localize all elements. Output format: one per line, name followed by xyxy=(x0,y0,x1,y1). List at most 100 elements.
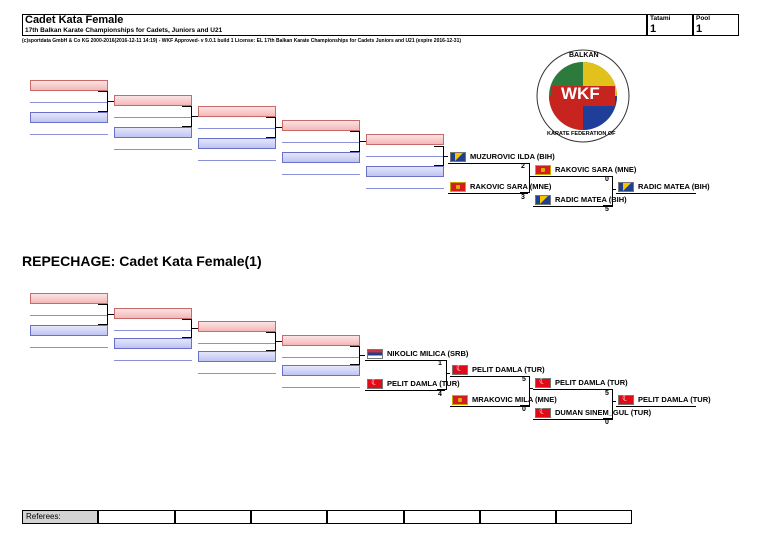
bracket-slot xyxy=(30,293,108,304)
flag-srb-icon xyxy=(367,349,383,359)
flag-bih-icon xyxy=(450,152,466,162)
referee-cell[interactable] xyxy=(98,510,175,524)
bracket-connector xyxy=(192,328,198,329)
bracket-underline xyxy=(198,343,276,344)
flag-mne-icon xyxy=(450,182,466,192)
referee-cell[interactable] xyxy=(175,510,251,524)
bracket-connector xyxy=(98,91,108,112)
bracket-connector xyxy=(350,346,360,365)
bracket-slot xyxy=(30,80,108,91)
bracket-slot xyxy=(198,321,276,332)
competitor-name: NIKOLIC MILICA (SRB) xyxy=(387,349,469,358)
flag-tur-icon xyxy=(452,363,468,375)
logo-center-text: WKF xyxy=(561,84,600,103)
bracket-connector xyxy=(182,106,192,127)
competitor-name: PELIT DAMLA (TUR) xyxy=(555,378,628,387)
flag-bih-icon xyxy=(535,195,551,205)
bracket-connector xyxy=(520,376,530,406)
bracket-underline xyxy=(30,102,108,103)
bracket-connector xyxy=(530,388,533,389)
competitor-score: 5 xyxy=(605,206,609,213)
competitor-name: RADIC MATEA (BIH) xyxy=(555,195,627,204)
bracket-underline xyxy=(114,149,192,150)
bracket-underline xyxy=(282,142,360,143)
license-text: (c)sportdata GmbH & Co KG 2000-2016(2016… xyxy=(22,38,462,44)
bracket-slot xyxy=(114,308,192,319)
bracket-underline xyxy=(450,376,530,377)
bracket-underline xyxy=(616,193,696,194)
competitor-score: 1 xyxy=(438,360,442,367)
bracket-connector xyxy=(520,163,530,193)
bracket-underline xyxy=(30,315,108,316)
bracket-underline xyxy=(616,406,696,407)
flag-bih-icon xyxy=(618,182,634,192)
bracket-underline xyxy=(282,357,360,358)
flag-mne-icon xyxy=(535,165,551,175)
header-title-box xyxy=(22,14,647,36)
bracket-underline xyxy=(533,176,613,177)
referee-cell[interactable] xyxy=(327,510,404,524)
competitor-score: 0 xyxy=(522,406,526,413)
bracket-underline xyxy=(533,389,613,390)
flag-mne-icon xyxy=(452,395,468,405)
bracket-connector xyxy=(444,156,448,157)
wkf-logo: WKF BALKAN KARATE FEDERATION OF xyxy=(533,48,633,144)
referee-cell[interactable] xyxy=(404,510,480,524)
bracket-slot xyxy=(366,134,444,145)
bracket-connector xyxy=(447,373,450,374)
tatami-value: 1 xyxy=(650,23,657,35)
logo-bottom-text: KARATE FEDERATION OF xyxy=(547,131,616,137)
competitor-name: RAKOVIC SARA (MNE) xyxy=(470,182,552,191)
competitor-name: MUZUROVIC ILDA (BIH) xyxy=(470,152,555,161)
bracket-slot xyxy=(114,338,192,349)
bracket-underline xyxy=(533,419,613,420)
competitor-name: PELIT DAMLA (TUR) xyxy=(387,379,460,388)
competitor-score: 4 xyxy=(438,391,442,398)
referee-cell[interactable] xyxy=(251,510,327,524)
bracket-connector xyxy=(613,189,616,190)
bracket-connector xyxy=(182,319,192,338)
competitor-score: 5 xyxy=(522,376,526,383)
bracket-connector xyxy=(108,314,114,315)
bracket-slot xyxy=(114,127,192,138)
competitor-score: 2 xyxy=(521,163,525,170)
bracket-connector xyxy=(437,360,447,390)
pool-label: Pool xyxy=(696,15,711,22)
bracket-slot xyxy=(282,335,360,346)
bracket-connector xyxy=(266,117,276,138)
bracket-slot xyxy=(366,166,444,177)
competitor-name: MRAKOVIC MILA (MNE) xyxy=(472,395,557,404)
bracket-underline xyxy=(114,330,192,331)
competitor-score: 5 xyxy=(605,390,609,397)
referee-cell[interactable] xyxy=(480,510,556,524)
bracket-connector xyxy=(266,332,276,351)
bracket-connector xyxy=(192,116,198,117)
bracket-slot xyxy=(30,112,108,123)
referees-label: Referees: xyxy=(22,510,98,524)
bracket-underline xyxy=(30,134,108,135)
bracket-underline xyxy=(282,174,360,175)
bracket-connector xyxy=(108,101,114,102)
bracket-underline xyxy=(366,188,444,189)
bracket-slot xyxy=(198,351,276,362)
bracket-underline xyxy=(448,193,528,194)
bracket-underline xyxy=(365,390,445,391)
competitor-score: 0 xyxy=(605,419,609,426)
bracket-underline xyxy=(198,128,276,129)
bracket-underline xyxy=(366,156,444,157)
referee-cell[interactable] xyxy=(556,510,632,524)
flag-tur-icon xyxy=(618,393,634,405)
bracket-slot xyxy=(198,138,276,149)
bracket-slot xyxy=(198,106,276,117)
bracket-underline xyxy=(448,163,528,164)
bracket-connector xyxy=(276,341,282,342)
winner-name: PELIT DAMLA (TUR) xyxy=(638,395,711,404)
competitor-score: 0 xyxy=(605,176,609,183)
bracket-connector xyxy=(360,141,366,142)
competitor-name: DUMAN SINEM_GUL (TUR) xyxy=(555,408,652,417)
bracket-underline xyxy=(198,373,276,374)
pool-value: 1 xyxy=(696,23,703,35)
page-title: Cadet Kata Female xyxy=(25,14,124,26)
bracket-underline xyxy=(114,360,192,361)
bracket-slot xyxy=(114,95,192,106)
